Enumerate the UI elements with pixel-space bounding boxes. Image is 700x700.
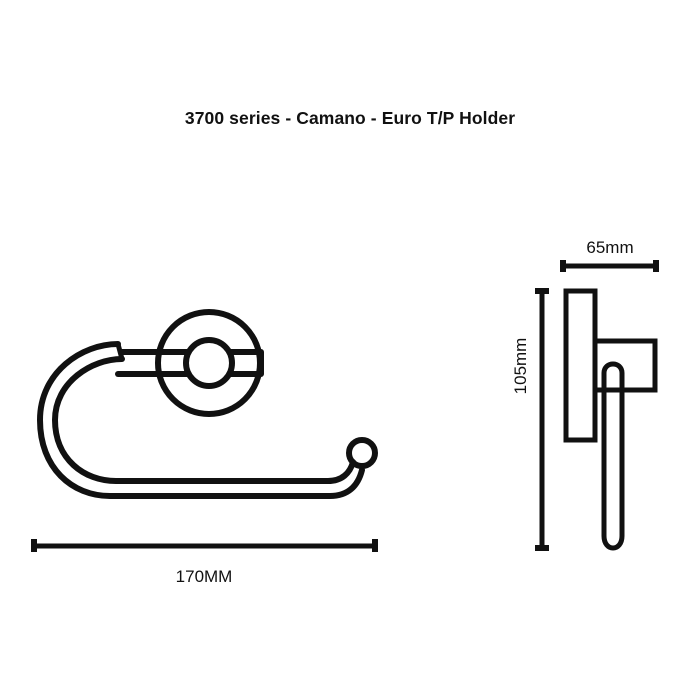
projection-dimension-line	[560, 260, 659, 272]
wall-plate	[563, 288, 598, 443]
width-dimension-line	[31, 539, 378, 552]
arm-block	[595, 338, 658, 393]
ball-finial	[346, 437, 378, 469]
side-elevation-view	[563, 288, 658, 551]
holder-rod-bottom-cap	[601, 533, 625, 551]
page-title: 3700 series - Camano - Euro T/P Holder	[184, 108, 516, 128]
holder-rod	[601, 361, 625, 393]
rosette-bar-right-stub	[228, 349, 264, 377]
height-dimension-label: 105mm	[511, 337, 530, 395]
rosette-outer-ring	[155, 309, 263, 417]
hook-arm-inner-edge	[52, 356, 356, 484]
height-dimension-line	[535, 288, 549, 551]
hook-arm-outer-edge	[37, 341, 365, 499]
front-elevation-view	[37, 309, 378, 499]
rosette-inner-ring	[183, 337, 235, 389]
projection-dimension-label: 65mm	[586, 238, 634, 257]
width-dimension-label: 170MM	[175, 567, 233, 586]
